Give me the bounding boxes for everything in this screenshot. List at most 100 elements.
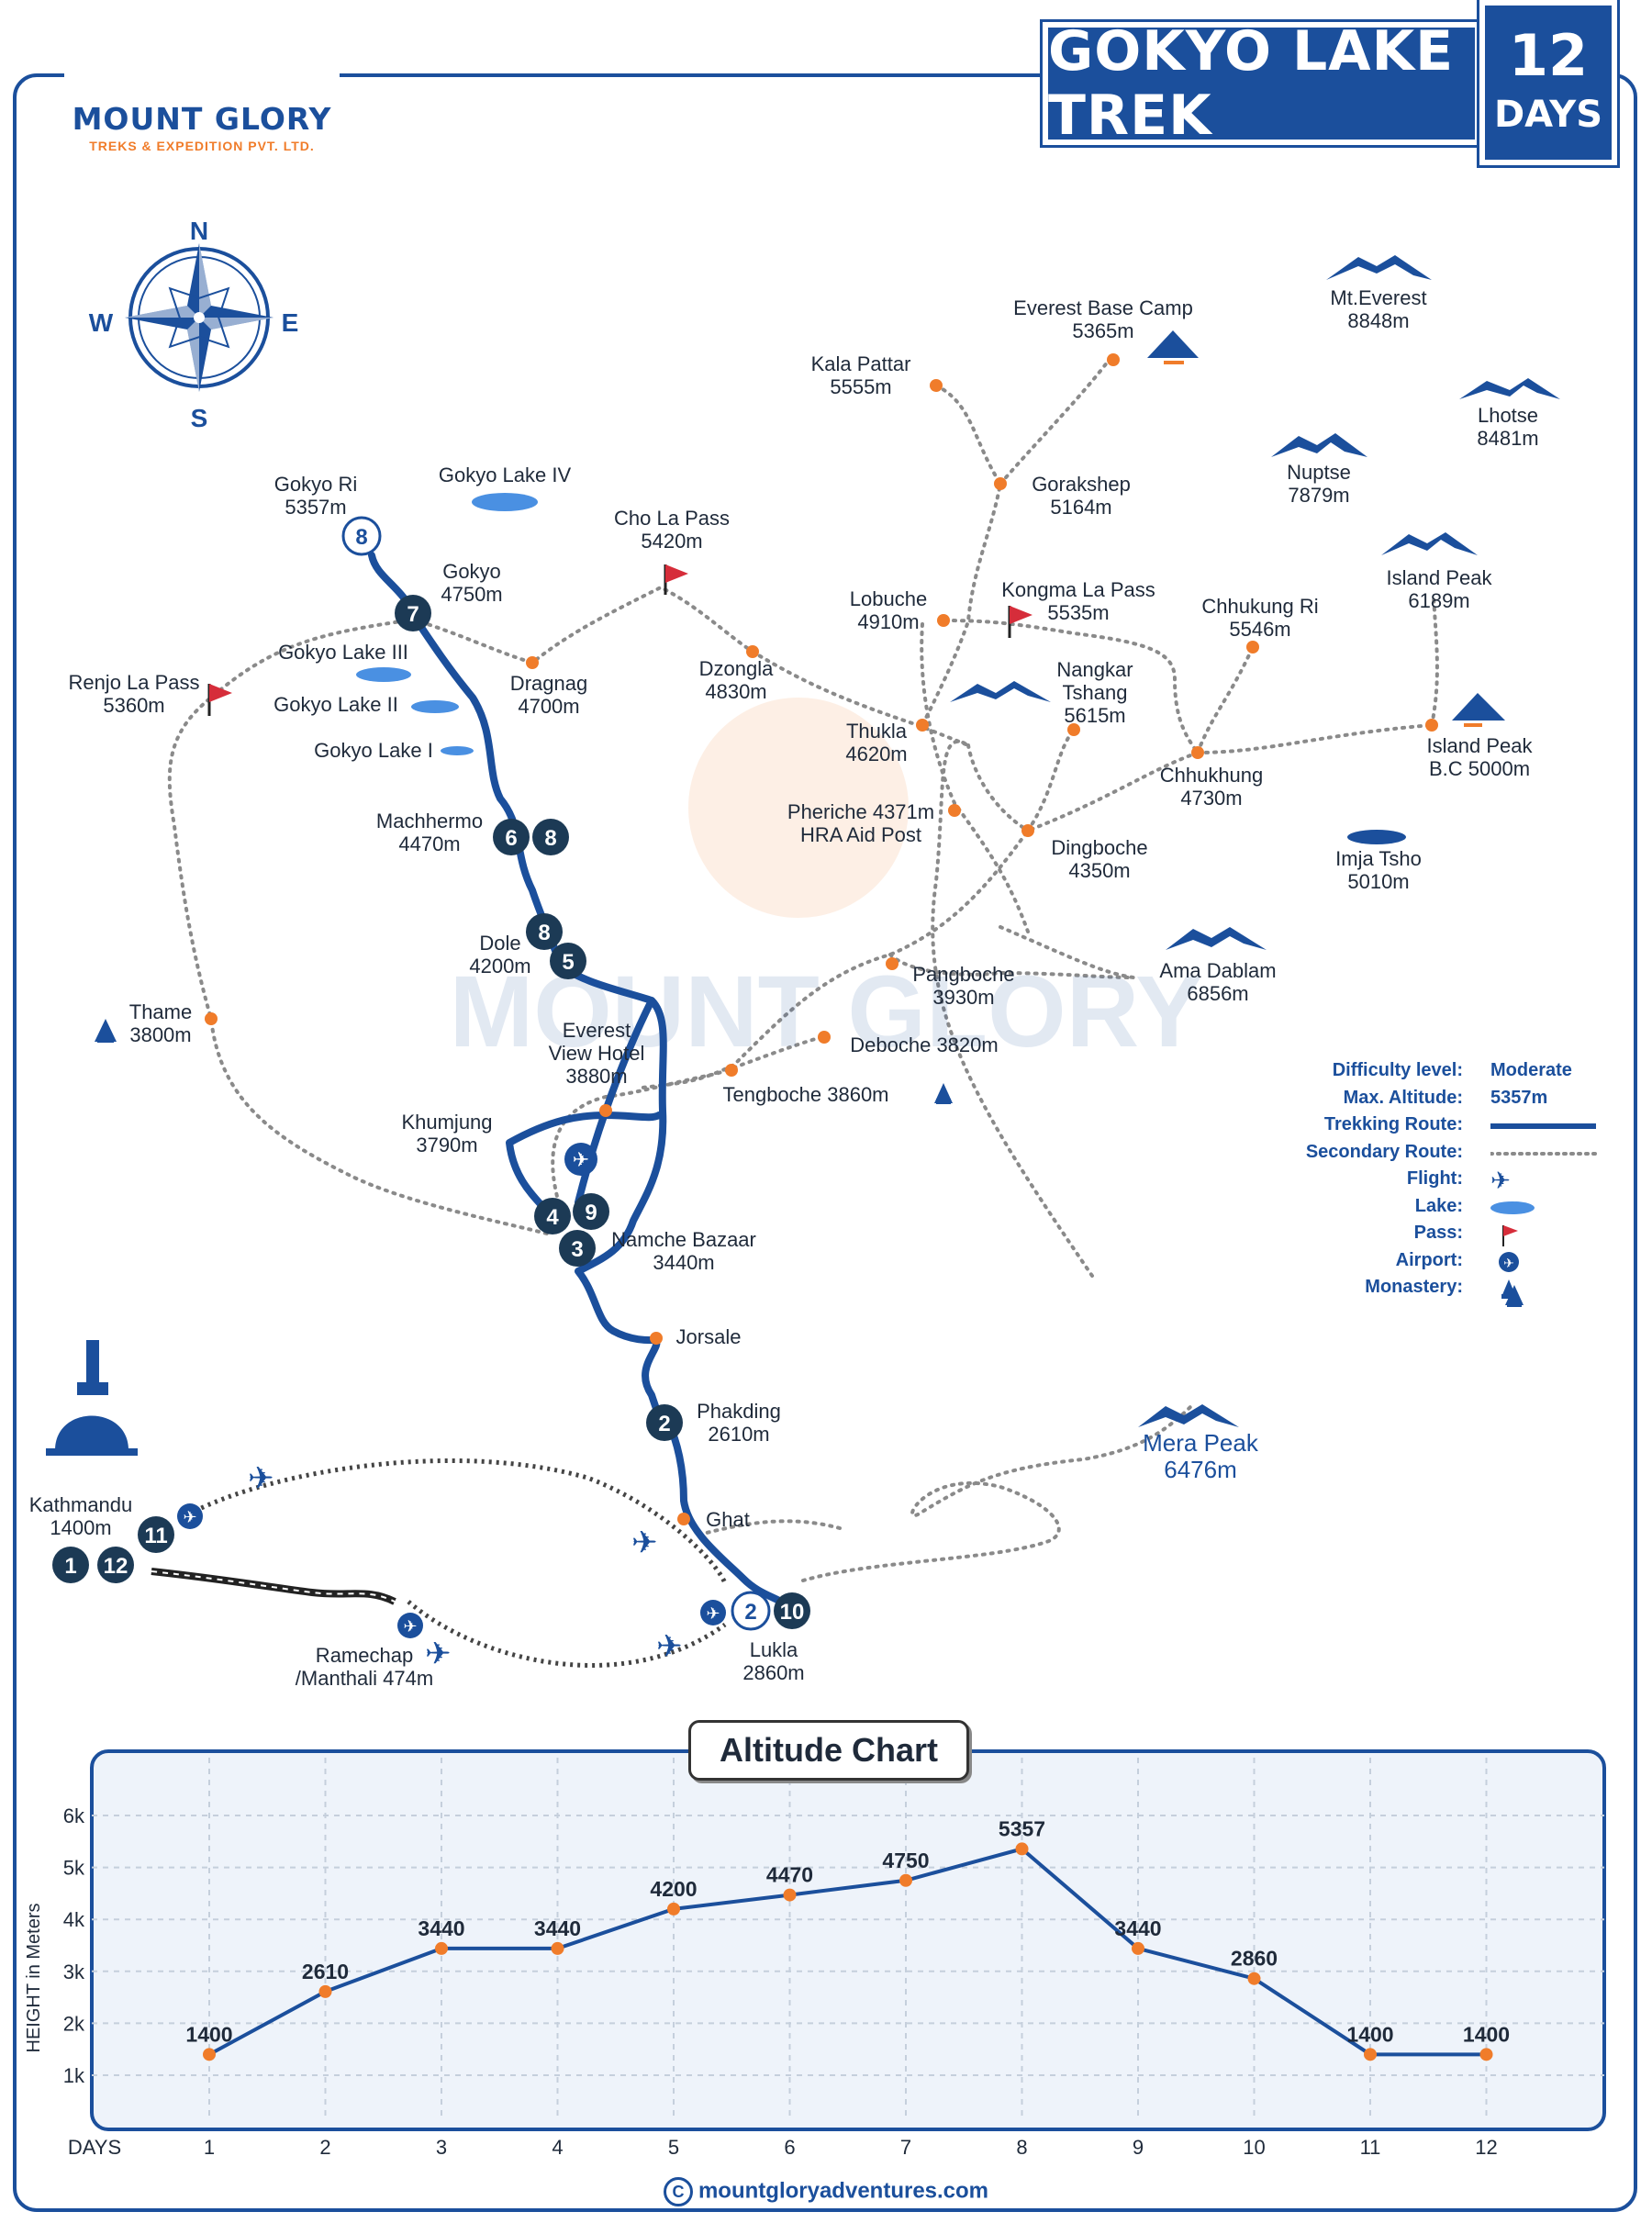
chart-x-tick: 6 bbox=[784, 2136, 795, 2159]
chart-data-label: 1400 bbox=[1346, 2022, 1393, 2046]
day-marker-label: 8 bbox=[355, 525, 367, 550]
days-number: 12 bbox=[1508, 22, 1589, 89]
day-marker-label: 12 bbox=[104, 1554, 128, 1579]
flight-icons: ✈✈✈✈ bbox=[248, 1460, 683, 1672]
brand-name: MOUNT GLORY bbox=[72, 101, 332, 137]
svg-text:✈: ✈ bbox=[631, 1525, 658, 1561]
label-gokyo-lake-i: Gokyo Lake I bbox=[314, 739, 433, 762]
day-marker-label: 1 bbox=[64, 1554, 76, 1579]
chart-data-label: 5357 bbox=[999, 1816, 1045, 1840]
gokyo-lake-ii bbox=[411, 700, 459, 713]
lakes bbox=[356, 493, 1406, 844]
gokyo-lake-iv bbox=[472, 493, 538, 511]
chart-y-axis-label: HEIGHT in Meters bbox=[24, 1904, 44, 2053]
lake-icon bbox=[1490, 1201, 1535, 1214]
day-marker-namche-b: 9 bbox=[573, 1193, 609, 1230]
chart-data-label: 2860 bbox=[1231, 1947, 1278, 1971]
day-marker-lukla-a: 2 bbox=[731, 1591, 771, 1631]
compass-e: E bbox=[282, 308, 299, 337]
day-marker-label: 8 bbox=[538, 921, 550, 945]
chart-y-tick: 1k bbox=[63, 2064, 85, 2087]
solid-line-icon bbox=[1490, 1123, 1596, 1129]
chart-x-tick: 8 bbox=[1016, 2136, 1027, 2159]
chart-x-tick: 12 bbox=[1475, 2136, 1497, 2159]
trek-title-box: GOKYO LAKE TREK bbox=[1043, 19, 1480, 148]
chart-y-tick: 4k bbox=[63, 1908, 85, 1931]
dotted-line-icon bbox=[1490, 1151, 1598, 1156]
legend-row-trekking-route: Trekking Route: bbox=[1267, 1114, 1606, 1142]
svg-text:✈: ✈ bbox=[573, 1149, 589, 1172]
chart-title: Altitude Chart bbox=[688, 1720, 969, 1781]
day-marker-kathmandu-a: 11 bbox=[138, 1516, 174, 1553]
chart-point bbox=[899, 1873, 912, 1887]
svg-text:✈: ✈ bbox=[403, 1617, 417, 1637]
airport-icons: ✈ ✈ ✈ ✈ bbox=[177, 1143, 726, 1638]
legend-row-lake: Lake: bbox=[1267, 1196, 1606, 1223]
gokyo-lake-i bbox=[441, 746, 474, 755]
day-markers: 8 7 6 8 8 5 4 9 3 2 2 10 11 1 12 bbox=[52, 516, 810, 1631]
legend-row-secondary-route: Secondary Route: bbox=[1267, 1142, 1606, 1169]
svg-text:✈: ✈ bbox=[183, 1508, 196, 1527]
chart-x-tick: 4 bbox=[552, 2136, 563, 2159]
map-frame bbox=[13, 73, 1637, 2212]
day-marker-label: 3 bbox=[571, 1237, 583, 1262]
label-tengboche: Tengboche 3860m bbox=[722, 1083, 889, 1106]
compass-n: N bbox=[190, 217, 208, 245]
chart-x-tick: 7 bbox=[900, 2136, 911, 2159]
day-marker-gokyo: 7 bbox=[395, 595, 431, 631]
chart-data-label: 3440 bbox=[1114, 1916, 1161, 1940]
footer-website[interactable]: mountgloryadventures.com bbox=[698, 2178, 989, 2204]
chart-x-tick: 9 bbox=[1133, 2136, 1144, 2159]
day-marker-namche-a: 4 bbox=[534, 1198, 571, 1234]
day-marker-namche-c: 3 bbox=[559, 1230, 596, 1267]
chart-x-tick: 11 bbox=[1360, 2136, 1381, 2159]
chart-x-tick: 2 bbox=[319, 2136, 330, 2159]
compass-s: S bbox=[191, 404, 208, 432]
stupa-icon bbox=[46, 1340, 138, 1456]
label-deboche: Deboche 3820m bbox=[850, 1033, 999, 1056]
day-marker-dole-a: 8 bbox=[526, 913, 563, 950]
day-marker-label: 7 bbox=[407, 602, 419, 627]
label-ghat: Ghat bbox=[706, 1508, 750, 1531]
day-marker-label: 9 bbox=[585, 1201, 597, 1225]
chart-point bbox=[203, 2048, 216, 2061]
chart-data-label: 4470 bbox=[766, 1863, 813, 1887]
svg-text:✈: ✈ bbox=[1503, 1257, 1514, 1271]
legend-row-pass: Pass: bbox=[1267, 1223, 1606, 1250]
copyright-icon: C bbox=[663, 2177, 693, 2206]
day-marker-gokyo-ri: 8 bbox=[341, 516, 382, 556]
label-jorsale: Jorsale bbox=[675, 1325, 742, 1348]
day-marker-label: 4 bbox=[546, 1205, 559, 1230]
plane-icon: ✈ bbox=[1490, 1168, 1511, 1192]
imja-lake bbox=[1347, 830, 1406, 844]
camp-icons bbox=[1147, 330, 1505, 727]
chart-data-label: 3440 bbox=[418, 1916, 464, 1940]
label-ramechap: Ramechap/Manthali 474m bbox=[295, 1644, 434, 1690]
chart-point bbox=[551, 1941, 564, 1955]
legend-row-difficulty: Difficulty level:Moderate bbox=[1332, 1060, 1572, 1080]
day-marker-label: 2 bbox=[744, 1600, 756, 1625]
chart-point bbox=[435, 1941, 448, 1955]
days-label: DAYS bbox=[1493, 94, 1603, 136]
day-marker-machhermo-a: 6 bbox=[493, 819, 530, 855]
day-marker-label: 2 bbox=[658, 1412, 670, 1436]
